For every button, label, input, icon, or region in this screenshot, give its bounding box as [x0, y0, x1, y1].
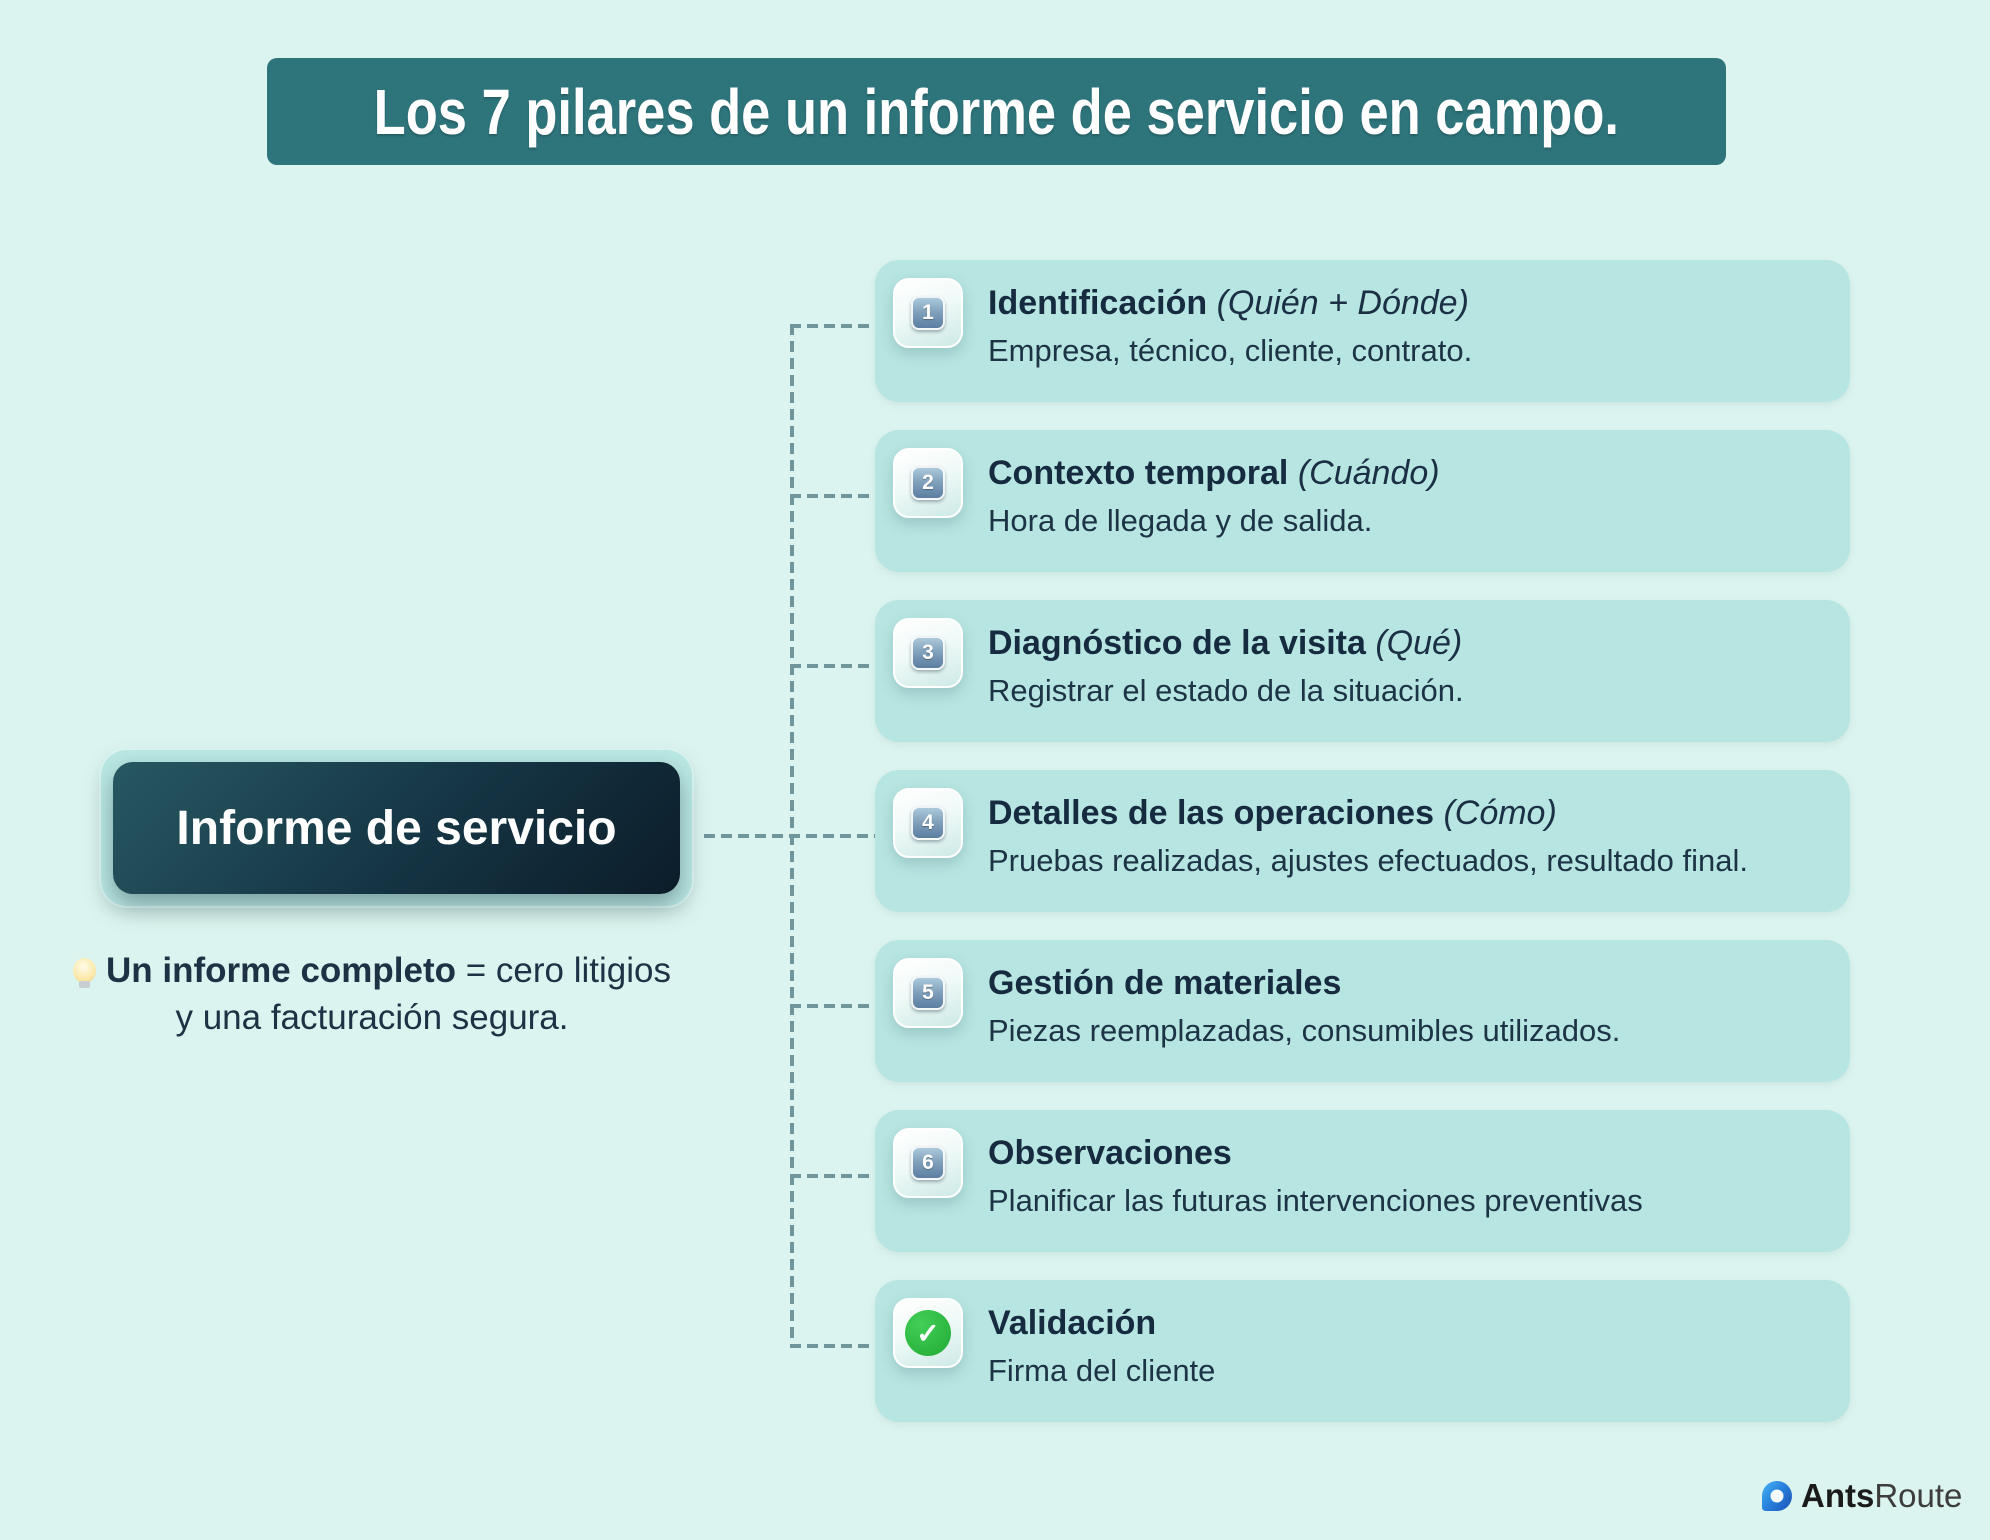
note: Un informe completo = cero litigios y un…	[72, 948, 672, 1041]
pillar-card-2: 2 Contexto temporal (Cuándo) Hora de lle…	[875, 430, 1850, 572]
pillar-1-description: Empresa, técnico, cliente, contrato.	[988, 332, 1473, 368]
keycap-1-icon: 1	[911, 296, 945, 330]
connector-root-line	[704, 834, 875, 838]
pillar-5-text: Gestión de materiales Piezas reemplazada…	[988, 958, 1620, 1049]
connector-stub-5	[790, 1004, 875, 1008]
pillar-6-title-row: Observaciones	[988, 1132, 1643, 1175]
root-node-box: Informe de servicio	[113, 762, 680, 894]
root-node-label: Informe de servicio	[176, 801, 617, 855]
pillar-card-6: 6 Observaciones Planificar las futuras i…	[875, 1110, 1850, 1252]
pillar-2-title-row: Contexto temporal (Cuándo)	[988, 452, 1440, 495]
pillar-5-description: Piezas reemplazadas, consumibles utiliza…	[988, 1012, 1621, 1048]
keycap-6-icon: 6	[911, 1146, 945, 1180]
keycap-3-icon: 3	[911, 636, 945, 670]
pillar-2-qualifier: (Cuándo)	[1297, 454, 1440, 492]
keycap-4-icon: 4	[911, 806, 945, 840]
note-bold-text: Un informe completo	[106, 951, 457, 990]
connector-stub-7	[790, 1344, 875, 1348]
pillar-2-title: Contexto temporal	[988, 454, 1289, 492]
pillar-4-text: Detalles de las operaciones (Cómo) Prueb…	[988, 788, 1748, 879]
pillar-card-7: ✓ Validación Firma del cliente	[875, 1280, 1850, 1422]
connector-stub-6	[790, 1174, 875, 1178]
pillar-card-4: 4 Detalles de las operaciones (Cómo) Pru…	[875, 770, 1850, 912]
connector-stub-3	[790, 664, 875, 668]
pillar-4-qualifier: (Cómo)	[1443, 794, 1557, 832]
badge-2: 2	[893, 448, 963, 518]
pillar-7-title: Validación	[988, 1304, 1157, 1342]
pillar-6-title: Observaciones	[988, 1134, 1232, 1172]
page-title: Los 7 pilares de un informe de servicio …	[373, 75, 1620, 148]
keycap-2-icon: 2	[911, 466, 945, 500]
pillar-card-5: 5 Gestión de materiales Piezas reemplaza…	[875, 940, 1850, 1082]
pillar-4-description: Pruebas realizadas, ajustes efectuados, …	[988, 842, 1748, 878]
pillar-6-text: Observaciones Planificar las futuras int…	[988, 1128, 1643, 1219]
badge-4: 4	[893, 788, 963, 858]
pillar-3-title: Diagnóstico de la visita	[988, 624, 1366, 662]
pillar-1-title: Identificación	[988, 284, 1208, 322]
pillar-1-text: Identificación (Quién + Dónde) Empresa, …	[988, 278, 1472, 369]
pillar-4-title-row: Detalles de las operaciones (Cómo)	[988, 792, 1748, 835]
connector-stub-2	[790, 494, 875, 498]
pillar-5-title: Gestión de materiales	[988, 964, 1342, 1002]
pillar-3-title-row: Diagnóstico de la visita (Qué)	[988, 622, 1464, 665]
keycap-5-icon: 5	[911, 976, 945, 1010]
antsroute-logo-text-regular: Route	[1874, 1477, 1963, 1514]
badge-5: 5	[893, 958, 963, 1028]
root-node: Informe de servicio	[99, 748, 694, 908]
pillar-card-1: 1 Identificación (Quién + Dónde) Empresa…	[875, 260, 1850, 402]
antsroute-logo: AntsRoute	[1762, 1477, 1962, 1515]
pillar-5-title-row: Gestión de materiales	[988, 962, 1620, 1005]
pillar-7-description: Firma del cliente	[988, 1352, 1216, 1388]
pillar-card-3: 3 Diagnóstico de la visita (Qué) Registr…	[875, 600, 1850, 742]
antsroute-logo-text-bold: Ants	[1801, 1477, 1875, 1514]
pillar-7-title-row: Validación	[988, 1302, 1215, 1345]
badge-7: ✓	[893, 1298, 963, 1368]
pillar-6-description: Planificar las futuras intervenciones pr…	[988, 1182, 1643, 1218]
pillar-2-description: Hora de llegada y de salida.	[988, 502, 1373, 538]
badge-6: 6	[893, 1128, 963, 1198]
lightbulb-icon	[73, 958, 96, 988]
connector-stub-1	[790, 324, 875, 328]
antsroute-logo-icon-hole	[1770, 1489, 1784, 1503]
pillar-2-text: Contexto temporal (Cuándo) Hora de llega…	[988, 448, 1440, 539]
pillar-1-qualifier: (Quién + Dónde)	[1216, 284, 1469, 322]
antsroute-logo-icon	[1762, 1481, 1792, 1511]
pillar-7-text: Validación Firma del cliente	[988, 1298, 1215, 1389]
pillar-4-title: Detalles de las operaciones	[988, 794, 1434, 832]
badge-1: 1	[893, 278, 963, 348]
badge-3: 3	[893, 618, 963, 688]
pillar-3-description: Registrar el estado de la situación.	[988, 672, 1464, 708]
check-icon: ✓	[905, 1310, 951, 1356]
pillar-1-title-row: Identificación (Quién + Dónde)	[988, 282, 1472, 325]
pillar-3-text: Diagnóstico de la visita (Qué) Registrar…	[988, 618, 1464, 709]
check-glyph: ✓	[916, 1317, 940, 1349]
note-rest-text: = cero litigios y una facturación segura…	[175, 951, 671, 1037]
title-banner: Los 7 pilares de un informe de servicio …	[267, 58, 1726, 165]
pillar-3-qualifier: (Qué)	[1375, 624, 1463, 662]
antsroute-logo-text: AntsRoute	[1801, 1477, 1962, 1515]
